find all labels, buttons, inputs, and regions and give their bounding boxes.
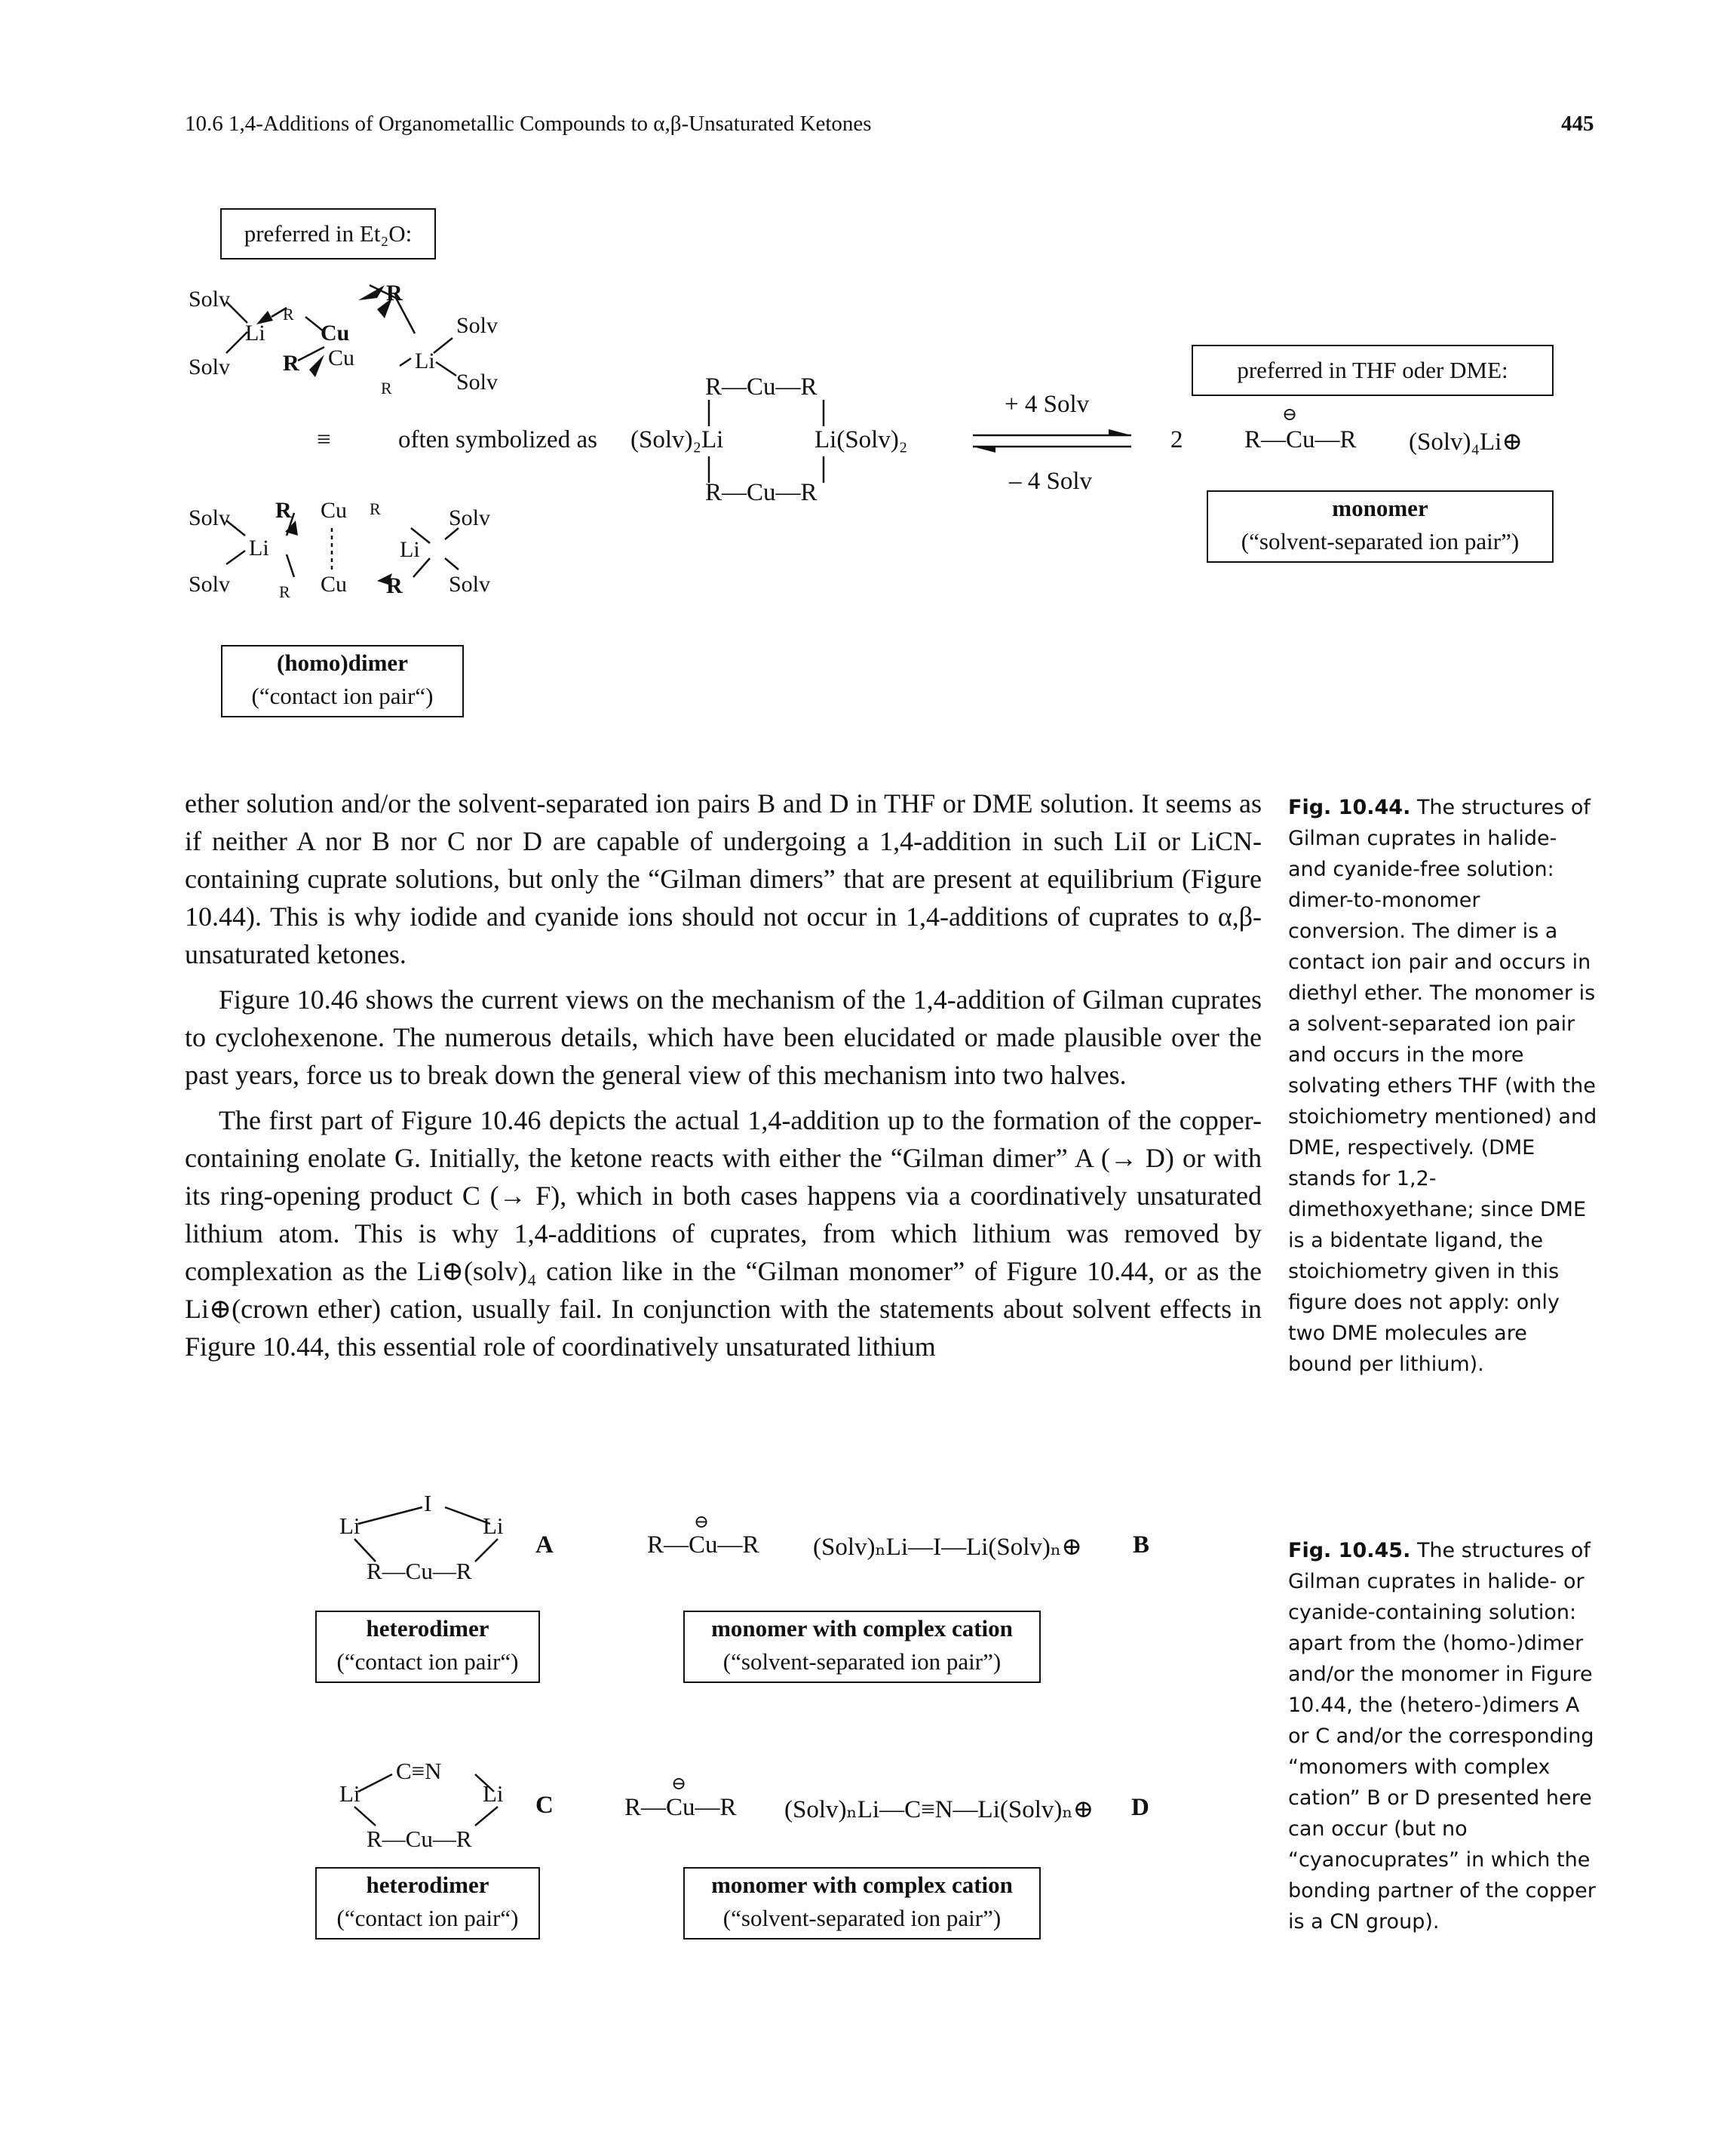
wedge-bond	[377, 298, 392, 318]
ladder-right: Li(Solv)₂	[814, 426, 908, 453]
heterodimer-title: heterodimer	[366, 1872, 489, 1898]
complex-subtitle: (“solvent-separated ion pair”)	[722, 1905, 1002, 1931]
complex-title: monomer with complex cation	[711, 1615, 1013, 1642]
caption-fig-10-44: Fig. 10.44. The structures of Gilman cup…	[1288, 792, 1597, 1380]
ladder-left: (Solv)₂Li	[630, 426, 724, 453]
bond-line	[285, 554, 296, 578]
body-paragraph-3: The first part of Figure 10.46 depicts t…	[185, 1105, 1262, 1362]
homodimer-title: (homo)dimer	[277, 650, 408, 676]
heterodimer-title: heterodimer	[366, 1615, 489, 1642]
forward-arrow-label: + 4 Solv	[1005, 391, 1090, 418]
stoich-coefficient: 2	[1170, 426, 1183, 453]
label-B: B	[1133, 1531, 1150, 1559]
d-anion-formula: R—Cu—R	[624, 1794, 737, 1821]
bond-line	[357, 1506, 423, 1525]
preferred-thf-label: preferred in THF oder DME:	[1237, 357, 1508, 383]
complex-title: monomer with complex cation	[711, 1872, 1013, 1898]
heterodimer-subtitle: (“contact ion pair“)	[336, 1648, 519, 1675]
b-cation-formula: (Solv)ₙLi—I—Li(Solv)ₙ⊕	[813, 1534, 1082, 1561]
caption-text: The structures of Gilman cuprates in hal…	[1288, 1539, 1596, 1933]
bond-line	[369, 284, 397, 299]
arrowhead	[1109, 429, 1131, 435]
label-D: D	[1131, 1794, 1149, 1821]
complex-cation-box-b: monomer with complex cation (“solvent-se…	[683, 1611, 1041, 1683]
heterodimer-box-c: heterodimer (“contact ion pair“)	[315, 1867, 540, 1939]
caption-label: Fig. 10.44.	[1288, 796, 1411, 819]
body-paragraph-2: Figure 10.46 shows the current views on …	[185, 984, 1262, 1090]
monomer-box: monomer (“solvent-separated ion pair”)	[1207, 490, 1554, 563]
bond-line	[225, 520, 246, 536]
bond-line	[354, 1538, 376, 1562]
heterodimer-box-a: heterodimer (“contact ion pair“)	[315, 1611, 540, 1683]
bond-line	[225, 549, 246, 566]
caption-label: Fig. 10.45.	[1288, 1539, 1411, 1562]
bond-line	[394, 297, 416, 334]
bond-line	[444, 527, 459, 540]
bond-line	[474, 1806, 499, 1826]
monomer-charge: ⊖	[1282, 405, 1298, 425]
b-anion-charge: ⊖	[694, 1513, 710, 1532]
wedge-bond	[358, 285, 385, 300]
equiv-symbol: ≡	[317, 426, 331, 453]
b-anion-formula: R—Cu—R	[647, 1531, 759, 1559]
ladder-bottom: R—Cu—R	[705, 479, 818, 506]
ladder-top: R—Cu—R	[705, 373, 818, 401]
caption-fig-10-45: Fig. 10.45. The structures of Gilman cup…	[1288, 1535, 1597, 1937]
body-paragraph-1: ether solution and/or the solvent-separa…	[185, 788, 1262, 969]
preferred-et2o-label: preferred in Et₂O:	[244, 220, 413, 247]
bond-line	[225, 301, 248, 324]
arrowhead	[973, 447, 995, 453]
bond-line	[354, 1806, 376, 1826]
wedge-bond	[285, 521, 298, 536]
preferred-thf-box: preferred in THF oder DME:	[1192, 345, 1554, 396]
bond-line	[474, 1774, 495, 1792]
homodimer-box: (homo)dimer (“contact ion pair“)	[221, 645, 464, 717]
d-anion-charge: ⊖	[671, 1774, 687, 1794]
running-header: 10.6 1,4-Additions of Organometallic Com…	[185, 112, 872, 136]
bond-line	[271, 306, 287, 318]
label-C: C	[535, 1792, 554, 1819]
bond-line	[410, 527, 431, 544]
bond-line	[433, 337, 453, 354]
bond-line	[225, 331, 248, 354]
bond-line	[305, 316, 325, 333]
bond-line	[474, 1538, 499, 1562]
body-text: ether solution and/or the solvent-separa…	[185, 785, 1262, 1373]
bond-line	[357, 1773, 393, 1793]
bond-line	[444, 1506, 491, 1525]
page-number: 445	[1561, 112, 1594, 136]
monomer-formula: R—Cu—R	[1244, 426, 1357, 453]
wedge-bond	[256, 311, 273, 324]
monomer-title: monomer	[1332, 495, 1428, 521]
homodimer-subtitle: (“contact ion pair“)	[251, 683, 434, 709]
bond-line	[444, 557, 459, 570]
label-A: A	[535, 1531, 554, 1559]
reverse-arrow-label: – 4 Solv	[1009, 468, 1093, 495]
wedge-bond	[309, 355, 324, 377]
monomer-subtitle: (“solvent-separated ion pair”)	[1241, 528, 1520, 554]
bond-line	[399, 357, 412, 367]
d-cation-formula: (Solv)ₙLi—C≡N—Li(Solv)ₙ⊕	[784, 1796, 1094, 1823]
caption-text: The structures of Gilman cuprates in hal…	[1288, 796, 1597, 1376]
complex-subtitle: (“solvent-separated ion pair”)	[722, 1648, 1002, 1675]
monomer-counterion: (Solv)₄Li⊕	[1409, 428, 1523, 456]
complex-cation-box-d: monomer with complex cation (“solvent-se…	[683, 1867, 1041, 1939]
symbolized-label: often symbolized as	[398, 426, 597, 453]
bond-line	[435, 361, 457, 377]
preferred-et2o-box: preferred in Et₂O:	[220, 208, 436, 260]
heterodimer-subtitle: (“contact ion pair“)	[336, 1905, 519, 1931]
bond-line	[413, 557, 431, 578]
bond-line	[297, 346, 325, 362]
wedge-bond	[377, 573, 392, 585]
